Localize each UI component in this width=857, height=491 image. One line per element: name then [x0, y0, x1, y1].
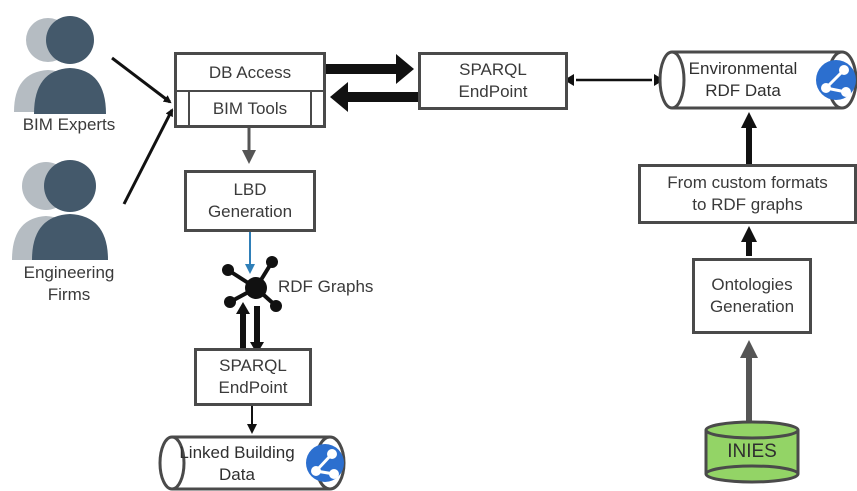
arrow-inies-to-ontologies	[740, 340, 758, 422]
graph-node-icon	[222, 256, 282, 312]
linked-building-rdf-icon	[306, 444, 344, 482]
rdf-graphs-label: RDF Graphs	[278, 277, 374, 296]
bidirectional-thick-arrows	[326, 54, 418, 112]
bim-tools-box: BIM Tools	[174, 90, 326, 128]
bim-tools-left-divider	[188, 90, 190, 126]
db-access-label: DB Access	[208, 62, 292, 82]
engineering-firms-person-icon	[12, 160, 108, 260]
bim-experts-person-icon	[14, 16, 106, 114]
environmental-store-shape	[658, 50, 857, 110]
arrow-bim-experts-to-tools	[111, 56, 172, 104]
ontologies-box: Ontologies Generation	[692, 258, 812, 334]
linked-building-label: Linked Building Data	[179, 443, 295, 484]
sparql-env-double-arrow	[564, 74, 664, 86]
environmental-rdf-icon	[816, 60, 856, 100]
db-access-box: DB Access	[174, 52, 326, 92]
sparql-top-box: SPARQL EndPoint	[418, 52, 568, 110]
sparql-bottom-box: SPARQL EndPoint	[194, 348, 312, 406]
graph-sparql-vertical-arrows	[236, 302, 264, 354]
from-custom-box: From custom formats to RDF graphs	[638, 164, 857, 224]
environmental-label: Environmental RDF Data	[688, 59, 798, 100]
arrow-firms-to-tools	[122, 108, 174, 205]
engineering-firms-label: Engineering Firms	[23, 263, 115, 304]
bim-tools-label: BIM Tools	[212, 98, 288, 118]
inies-store-shape	[704, 420, 800, 484]
bim-tools-right-divider	[310, 90, 312, 126]
arrow-ontologies-to-custom	[741, 226, 757, 256]
arrow-custom-to-environmental	[741, 112, 757, 164]
lbd-generation-box: LBD Generation	[184, 170, 316, 232]
bim-experts-label: BIM Experts	[22, 115, 116, 134]
inies-label: INIES	[727, 441, 777, 462]
